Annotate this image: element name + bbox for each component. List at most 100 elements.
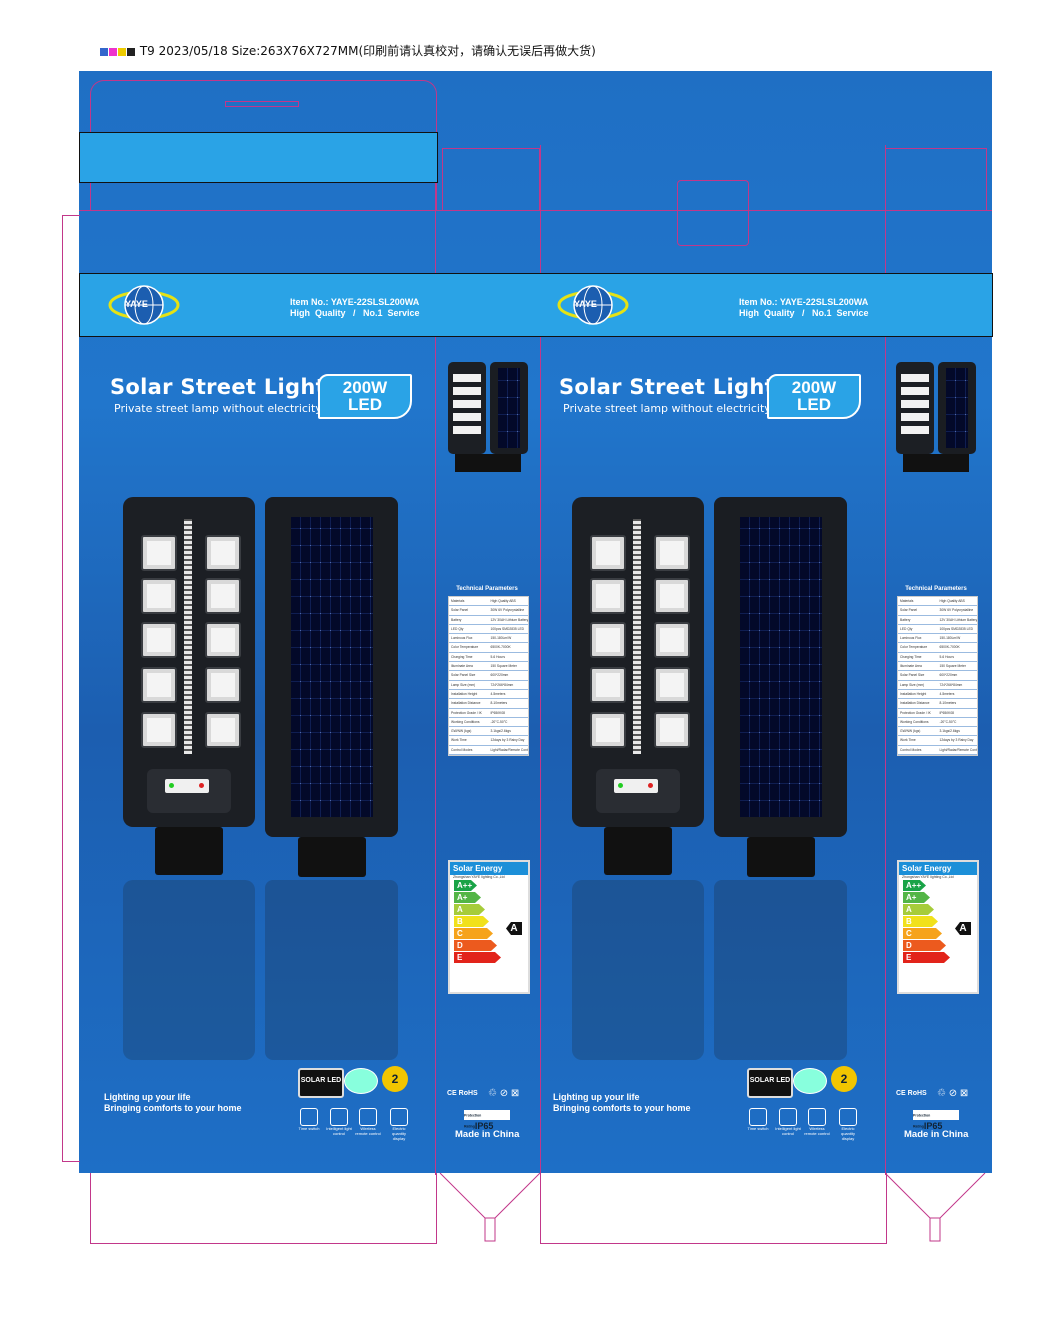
led-module <box>590 535 626 571</box>
led-module <box>590 578 626 614</box>
tech-params-row: GW/NW (kgs)3.1kgs/2.6kgs <box>449 727 528 737</box>
tech-param-name: Materials <box>900 599 914 603</box>
product-title: Solar Street Light <box>110 375 326 399</box>
tech-params-row: Working Conditions-20°C-50°C <box>898 718 977 728</box>
power-badge: 200W LED <box>318 374 412 419</box>
tech-param-value: 6500K-7000K <box>490 645 511 650</box>
tech-param-value: IP65/IK08 <box>490 710 505 715</box>
fold-line <box>885 145 886 1175</box>
tech-param-value: 12days by 3 Rainy Day <box>939 738 974 743</box>
item-number: Item No.: YAYE-22SLSL200WA <box>290 297 420 307</box>
tech-param-value: 8-10meters <box>939 701 957 706</box>
led-module <box>590 622 626 658</box>
energy-rating: A <box>506 922 522 935</box>
energy-label-title: Solar Energy <box>899 862 977 875</box>
tech-param-name: Solar Panel Size <box>451 673 476 678</box>
tech-param-name: Installation Distance <box>900 701 930 706</box>
solar-panel-cells <box>740 517 822 817</box>
logo-text: YAYE <box>574 299 597 309</box>
tech-param-name: Control Modes <box>451 747 473 752</box>
color-swatch-icon <box>100 47 108 56</box>
led-module <box>205 622 241 658</box>
bottom-flap-dieline <box>90 1173 437 1244</box>
tech-param-value: 12days by 3 Rainy Day <box>490 738 525 743</box>
glue-flap-dieline <box>62 215 80 1162</box>
led-module <box>654 622 690 658</box>
control-box <box>596 769 680 813</box>
led-module <box>205 667 241 703</box>
tech-param-value: 30W 6V Polycrystalline <box>939 608 974 613</box>
feature-icons: Time switch Intelligent light control Wi… <box>298 1108 418 1141</box>
print-info: T9 2023/05/18 Size:263X76X727MM(印刷前请认真校对… <box>139 44 596 58</box>
tech-param-value: 150-180Lm/W <box>490 636 512 641</box>
tech-params-row: Luminous Flux 150-180Lm/W <box>449 634 528 644</box>
product-title: Solar Street Light <box>559 375 775 399</box>
energy-class-bar: D <box>454 940 497 951</box>
solar-led-badge: SOLAR LED <box>298 1068 344 1098</box>
led-module <box>141 712 177 748</box>
lock-tab-dieline <box>677 180 749 246</box>
side-lamp-front-thumb <box>896 362 934 454</box>
color-swatch-icon <box>118 47 126 56</box>
tab-dieline <box>225 101 299 107</box>
tech-param-name: GW/NW (kgs) <box>900 729 921 734</box>
side-lamp-front-thumb <box>448 362 486 454</box>
tech-param-name: Solar Panel Size <box>900 673 925 678</box>
tech-param-value: 12V 30AH Lithium Battery <box>490 617 529 622</box>
tech-param-name: Lamp Size (mm) <box>900 682 925 687</box>
tech-param-name: Solar Panel <box>451 608 469 613</box>
led-module <box>141 535 177 571</box>
led-strip <box>633 519 641 754</box>
tech-param-value: Light/Radar/Remote Control <box>939 747 978 752</box>
logo-text: YAYE <box>125 299 148 309</box>
tech-params-row: Materials High Quality ABS <box>898 597 977 607</box>
tech-param-value: 4-5meters <box>490 691 506 696</box>
thumb-bracket <box>455 454 521 472</box>
led-module <box>654 712 690 748</box>
light-control-icon: Intelligent light control <box>326 1108 352 1136</box>
power-value: 200W <box>342 378 388 397</box>
led-module <box>141 622 177 658</box>
quality-slogan: High Quality / No.1 Service <box>739 308 869 318</box>
energy-class-bar: B <box>903 916 938 927</box>
tech-param-value: High Quality ABS <box>939 599 965 603</box>
solar-energy-globe-icon <box>793 1068 827 1094</box>
brand-band <box>79 273 993 337</box>
lamp-back-image <box>265 497 398 837</box>
lamp-back-image <box>714 497 847 837</box>
energy-class-bar: A+ <box>454 892 481 903</box>
time-switch-icon: Time switch <box>298 1108 320 1131</box>
tech-param-value: 8-10meters <box>490 701 508 706</box>
tech-param-name: Charging Time <box>451 654 473 659</box>
lamp-reflection <box>572 880 704 1060</box>
energy-label-company: Zhongshan YAYE lighting Co.,Ltd <box>902 875 954 879</box>
tech-params-row: Lamp Size (mm)724*266*84mm <box>449 681 528 690</box>
brand-logo: YAYE <box>557 283 635 327</box>
tagline-1: Lighting up your life <box>553 1092 640 1102</box>
tech-param-name: Color Temperature <box>451 645 479 650</box>
tech-param-value: High Quality ABS <box>490 599 516 603</box>
tech-param-name: Battery <box>451 617 462 622</box>
led-module <box>205 578 241 614</box>
tech-params-title: Technical Parameters <box>456 586 518 592</box>
solar-led-badge: SOLAR LED <box>747 1068 793 1098</box>
top-color-band <box>79 132 438 183</box>
tech-param-value: -20°C-50°C <box>490 719 508 724</box>
tech-param-name: Luminous Flux <box>451 636 473 641</box>
light-type: LED <box>348 395 382 414</box>
solar-panel-cells <box>946 368 968 448</box>
mount-bracket <box>604 827 672 875</box>
tech-params-row: Color Temperature 6500K-7000K <box>449 643 528 653</box>
tech-param-name: Working Conditions <box>900 719 929 724</box>
